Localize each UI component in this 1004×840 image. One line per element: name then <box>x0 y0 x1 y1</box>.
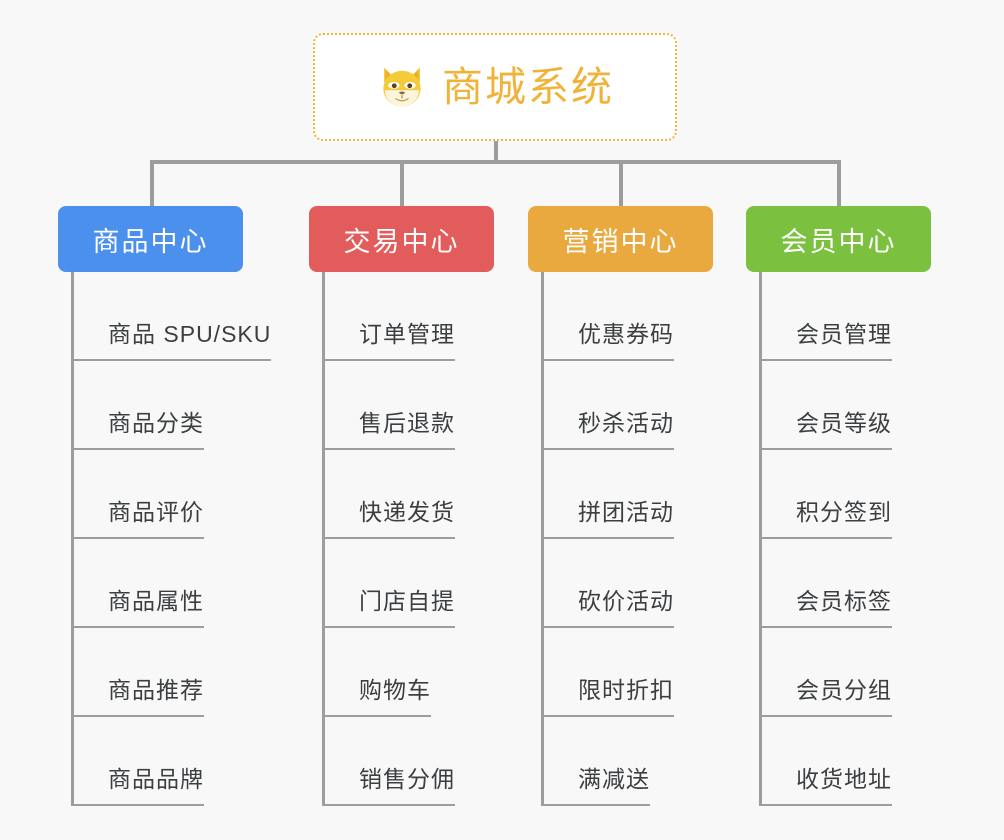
leaf-item-label: 商品品牌 <box>108 768 204 806</box>
category-header-1[interactable]: 商品中心 <box>58 206 243 272</box>
connector-root-stem <box>494 141 498 163</box>
leaf-item-label: 门店自提 <box>359 590 455 628</box>
root-node-mall-system[interactable]: 商城系统 <box>313 33 677 141</box>
leaf-list-3: 优惠券码 秒杀活动 拼团活动 砍价活动 限时折扣 满减送 <box>541 272 713 806</box>
leaf-item[interactable]: 积分签到 <box>762 450 931 539</box>
leaf-item[interactable]: 砍价活动 <box>544 539 713 628</box>
shiba-inu-dog-face-icon <box>383 67 421 107</box>
leaf-item-label: 商品评价 <box>108 501 204 539</box>
root-node-title: 商城系统 <box>442 63 614 110</box>
connector-drop-4 <box>837 160 841 206</box>
leaf-item[interactable]: 商品 SPU/SKU <box>74 272 272 361</box>
leaf-item-label: 商品 SPU/SKU <box>108 323 272 361</box>
leaf-item-label: 会员等级 <box>796 412 892 450</box>
leaf-item[interactable]: 商品品牌 <box>74 717 271 806</box>
leaf-item[interactable]: 购物车 <box>325 628 494 717</box>
leaf-item[interactable]: 快递发货 <box>325 450 494 539</box>
branch-column-3: 营销中心 优惠券码 秒杀活动 拼团活动 砍价活动 限时折扣 满减送 <box>528 206 713 806</box>
category-header-4-label: 会员中心 <box>780 226 897 257</box>
branch-column-1: 商品中心 商品 SPU/SKU 商品分类 商品评价 商品属性 商品推荐 商品品牌 <box>58 206 272 806</box>
leaf-item-label: 商品推荐 <box>108 679 204 717</box>
leaf-item-label: 优惠券码 <box>578 323 674 361</box>
leaf-item-label: 收货地址 <box>796 768 892 806</box>
connector-drop-1 <box>150 160 154 206</box>
leaf-item-label: 销售分佣 <box>359 768 455 806</box>
leaf-item[interactable]: 会员管理 <box>762 272 931 361</box>
leaf-item[interactable]: 会员分组 <box>762 628 931 717</box>
leaf-item[interactable]: 拼团活动 <box>544 450 713 539</box>
category-header-2[interactable]: 交易中心 <box>309 206 494 272</box>
category-header-3[interactable]: 营销中心 <box>528 206 713 272</box>
leaf-item-label: 快递发货 <box>359 501 455 539</box>
branch-column-2: 交易中心 订单管理 售后退款 快递发货 门店自提 购物车 销售分佣 <box>309 206 494 806</box>
leaf-item-label: 售后退款 <box>359 412 455 450</box>
leaf-item[interactable]: 商品分类 <box>74 361 271 450</box>
category-header-4[interactable]: 会员中心 <box>746 206 931 272</box>
leaf-item-label: 砍价活动 <box>578 590 674 628</box>
leaf-item-label: 会员分组 <box>796 679 892 717</box>
leaf-item[interactable]: 优惠券码 <box>544 272 713 361</box>
leaf-item-label: 会员管理 <box>796 323 892 361</box>
leaf-item-label: 限时折扣 <box>578 679 674 717</box>
category-header-2-label: 交易中心 <box>343 226 460 257</box>
leaf-list-4: 会员管理 会员等级 积分签到 会员标签 会员分组 收货地址 <box>759 272 931 806</box>
leaf-item[interactable]: 商品评价 <box>74 450 271 539</box>
connector-drop-3 <box>619 160 623 206</box>
branch-column-4: 会员中心 会员管理 会员等级 积分签到 会员标签 会员分组 收货地址 <box>746 206 931 806</box>
leaf-item-label: 秒杀活动 <box>578 412 674 450</box>
leaf-item[interactable]: 会员标签 <box>762 539 931 628</box>
leaf-item-label: 购物车 <box>359 679 431 717</box>
leaf-item[interactable]: 限时折扣 <box>544 628 713 717</box>
leaf-list-1: 商品 SPU/SKU 商品分类 商品评价 商品属性 商品推荐 商品品牌 <box>71 272 272 806</box>
connector-horizontal-bus <box>150 160 840 164</box>
category-header-3-label: 营销中心 <box>562 226 679 257</box>
leaf-item-label: 商品分类 <box>108 412 204 450</box>
leaf-item-label: 拼团活动 <box>578 501 674 539</box>
leaf-item[interactable]: 订单管理 <box>325 272 494 361</box>
connector-drop-2 <box>400 160 404 206</box>
leaf-list-2: 订单管理 售后退款 快递发货 门店自提 购物车 销售分佣 <box>322 272 494 806</box>
leaf-item-label: 满减送 <box>578 768 650 806</box>
leaf-item[interactable]: 会员等级 <box>762 361 931 450</box>
leaf-item[interactable]: 售后退款 <box>325 361 494 450</box>
leaf-item-label: 商品属性 <box>108 590 204 628</box>
leaf-item[interactable]: 满减送 <box>544 717 713 806</box>
leaf-item-label: 会员标签 <box>796 590 892 628</box>
category-header-1-label: 商品中心 <box>92 226 209 257</box>
leaf-item[interactable]: 销售分佣 <box>325 717 494 806</box>
leaf-item[interactable]: 商品推荐 <box>74 628 271 717</box>
leaf-item-label: 积分签到 <box>796 501 892 539</box>
leaf-item[interactable]: 门店自提 <box>325 539 494 628</box>
leaf-item[interactable]: 秒杀活动 <box>544 361 713 450</box>
leaf-item[interactable]: 商品属性 <box>74 539 271 628</box>
leaf-item-label: 订单管理 <box>359 323 455 361</box>
leaf-item[interactable]: 收货地址 <box>762 717 931 806</box>
